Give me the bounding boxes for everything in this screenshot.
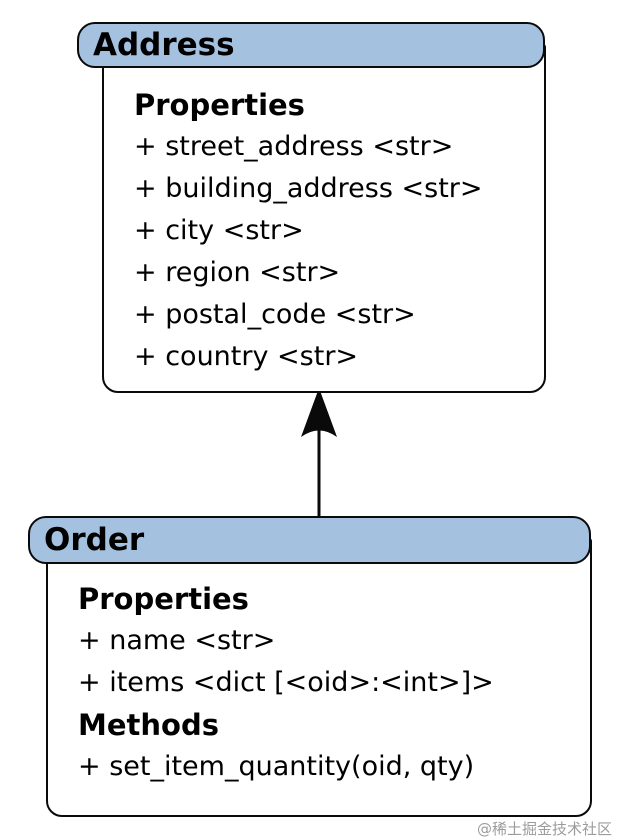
address-member-country: + country <str> bbox=[134, 341, 359, 372]
order-method-set-item-quantity: + set_item_quantity(oid, qty) bbox=[78, 751, 475, 782]
address-properties-title: Properties bbox=[134, 88, 305, 122]
address-member-building-address: + building_address <str> bbox=[134, 173, 483, 204]
address-class-header: Address bbox=[77, 22, 545, 68]
address-class-body: Properties + street_address <str> + buil… bbox=[102, 44, 546, 393]
address-member-region: + region <str> bbox=[134, 257, 341, 288]
order-class-body: Properties + name <str> + items <dict [<… bbox=[46, 538, 592, 817]
order-member-name: + name <str> bbox=[78, 625, 276, 656]
address-member-street-address: + street_address <str> bbox=[134, 131, 454, 162]
order-class-content: Properties + name <str> + items <dict [<… bbox=[48, 540, 590, 788]
order-methods-title: Methods bbox=[78, 708, 219, 742]
address-member-postal-code: + postal_code <str> bbox=[134, 299, 416, 330]
inheritance-arrow bbox=[301, 388, 337, 518]
address-member-city: + city <str> bbox=[134, 215, 304, 246]
order-class-header: Order bbox=[28, 516, 591, 564]
arrowhead-icon bbox=[301, 388, 337, 437]
address-class-content: Properties + street_address <str> + buil… bbox=[104, 46, 544, 378]
watermark: @稀土掘金技术社区 bbox=[476, 820, 612, 838]
order-properties-title: Properties bbox=[78, 582, 249, 616]
order-member-items: + items <dict [<oid>:<int>]> bbox=[78, 667, 494, 698]
